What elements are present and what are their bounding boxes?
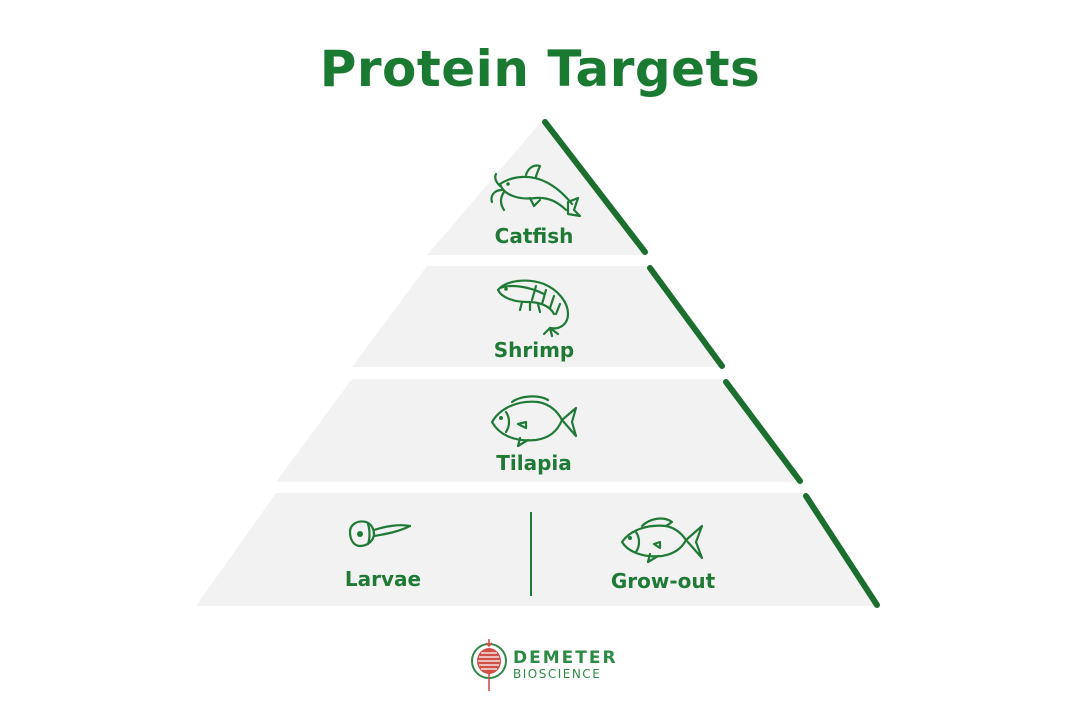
- shrimp-icon: [496, 279, 570, 338]
- catfish-icon: [490, 164, 582, 218]
- tier-base: Larvae Grow-out: [196, 493, 880, 608]
- demeter-logo-icon: [471, 639, 507, 691]
- tier-label-grow-out: Grow-out: [611, 569, 716, 593]
- fish-icon: [620, 517, 704, 564]
- tier-label-catfish: Catfish: [495, 224, 574, 248]
- page-title: Protein Targets: [319, 40, 761, 98]
- tier-catfish: Catfish: [427, 119, 648, 255]
- brand-sub: BIOSCIENCE: [513, 667, 601, 681]
- larvae-icon: [348, 520, 412, 548]
- tier-tilapia: Tilapia: [276, 379, 803, 484]
- tier-label-larvae: Larvae: [345, 567, 421, 591]
- tier-label-tilapia: Tilapia: [496, 451, 572, 475]
- tilapia-icon: [490, 395, 578, 448]
- brand: DEMETER BIOSCIENCE: [471, 639, 618, 691]
- tier-shrimp: Shrimp: [352, 265, 725, 369]
- tier-label-shrimp: Shrimp: [494, 338, 575, 362]
- brand-name: DEMETER: [513, 648, 618, 668]
